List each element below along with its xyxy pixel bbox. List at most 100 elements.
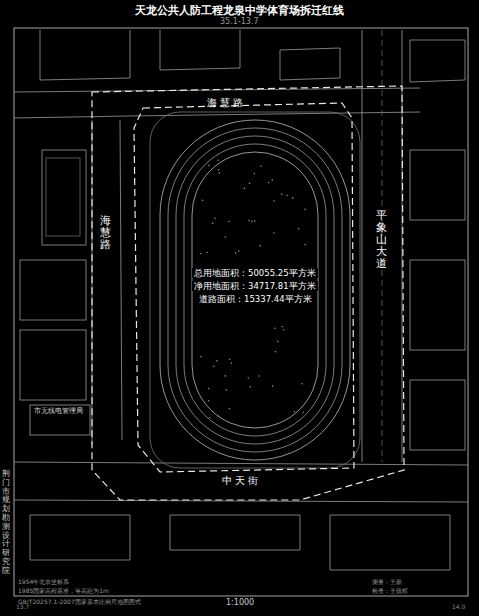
track-lane [168,128,342,452]
survey-point [251,221,253,223]
grid-reference: 13.7 [16,603,29,610]
building [410,150,465,220]
survey-point [208,400,210,402]
building [30,515,130,560]
survey-point [202,199,204,201]
building [410,40,465,82]
survey-point [213,365,215,367]
survey-point [254,220,256,222]
road-edge [120,120,122,440]
survey-point [304,208,306,210]
survey-point [218,416,220,418]
survey-point [258,375,260,377]
survey-point [286,195,288,197]
survey-point [277,341,279,343]
survey-point [275,351,277,353]
area-note: 总用地面积：50055.25平方米 [192,268,318,278]
survey-point [303,411,305,413]
survey-point [225,375,227,377]
building [20,330,86,400]
red-line-net [134,103,354,472]
survey-point [214,217,216,219]
building [170,515,300,550]
survey-point [238,250,240,252]
area-note: 净用地面积：34717.81平方米 [192,281,318,291]
grid-reference: 14.0 [452,603,465,610]
survey-point [281,194,283,196]
building [410,380,465,450]
building [410,260,465,350]
survey-point [208,388,210,390]
road-edge [402,30,403,462]
survey-point [281,326,283,328]
survey-point [225,236,227,238]
survey-point [301,383,303,385]
survey-point [235,252,237,254]
building-name: 市无线电管理局 [34,407,83,415]
institute-name: 荆门市规划勘测设计研究院 [2,470,10,576]
survey-point [229,408,231,410]
survey-point [274,327,276,329]
road-edge [14,112,420,118]
building [160,30,240,70]
area-note: 道路面积：15337.44平方米 [197,294,314,304]
building [42,150,86,245]
road-name: 平象山大道 [376,210,387,270]
survey-point [304,244,306,246]
survey-point [206,252,208,254]
survey-point [254,173,256,175]
track-lane [184,144,326,436]
survey-point [268,182,270,184]
survey-point [292,197,294,199]
map-note: 1985国家高程基准，等高距为1m [18,587,109,594]
survey-point [200,356,202,358]
map-frame [14,28,468,596]
survey-point [298,228,300,230]
survey-point [218,169,220,171]
survey-point [200,253,202,255]
survey-point [219,172,221,174]
scale: 1:1000 [226,598,254,608]
survey-point [231,362,233,364]
survey-point [208,165,210,167]
red-line-total [92,86,404,500]
survey-point [217,159,219,161]
survey-point [283,329,285,331]
road-name: 海慧路 [100,215,111,251]
road-name: 海 慧 路 [207,97,243,109]
survey-point [294,411,296,413]
map-title: 天龙公共人防工程龙泉中学体育场拆迁红线 [135,4,344,17]
survey-point [259,245,261,247]
survey-point [272,385,274,387]
building [20,260,86,320]
survey-point [249,386,251,388]
survey-point [244,188,246,190]
survey-point [229,359,231,361]
building [330,515,450,570]
survey-point [260,166,262,168]
grid-reference: 35.1-13.7 [220,17,259,27]
survey-point [249,183,251,185]
track-outer [160,120,350,460]
building [40,30,130,80]
road-edge [362,30,363,462]
survey-point [228,221,230,223]
building [30,405,90,435]
survey-point [209,417,211,419]
survey-point [273,232,275,234]
survey-point [216,360,218,362]
road-name: 中 天 街 [222,475,258,487]
staff-name: 测量：王磊 [372,578,402,585]
map-note: 1954年北京坐标系 [18,578,69,585]
map-note: GB/T20257.1-2007国家基本比例尺地图图式 [18,598,141,605]
survey-point [212,223,214,225]
stadium-wall [150,112,360,468]
survey-point [226,389,228,391]
track-inner [192,152,318,428]
survey-point [272,179,274,181]
building [280,48,340,80]
staff-name: 检查：王德权 [372,587,408,594]
survey-point [248,220,250,222]
road-edge [14,462,468,465]
